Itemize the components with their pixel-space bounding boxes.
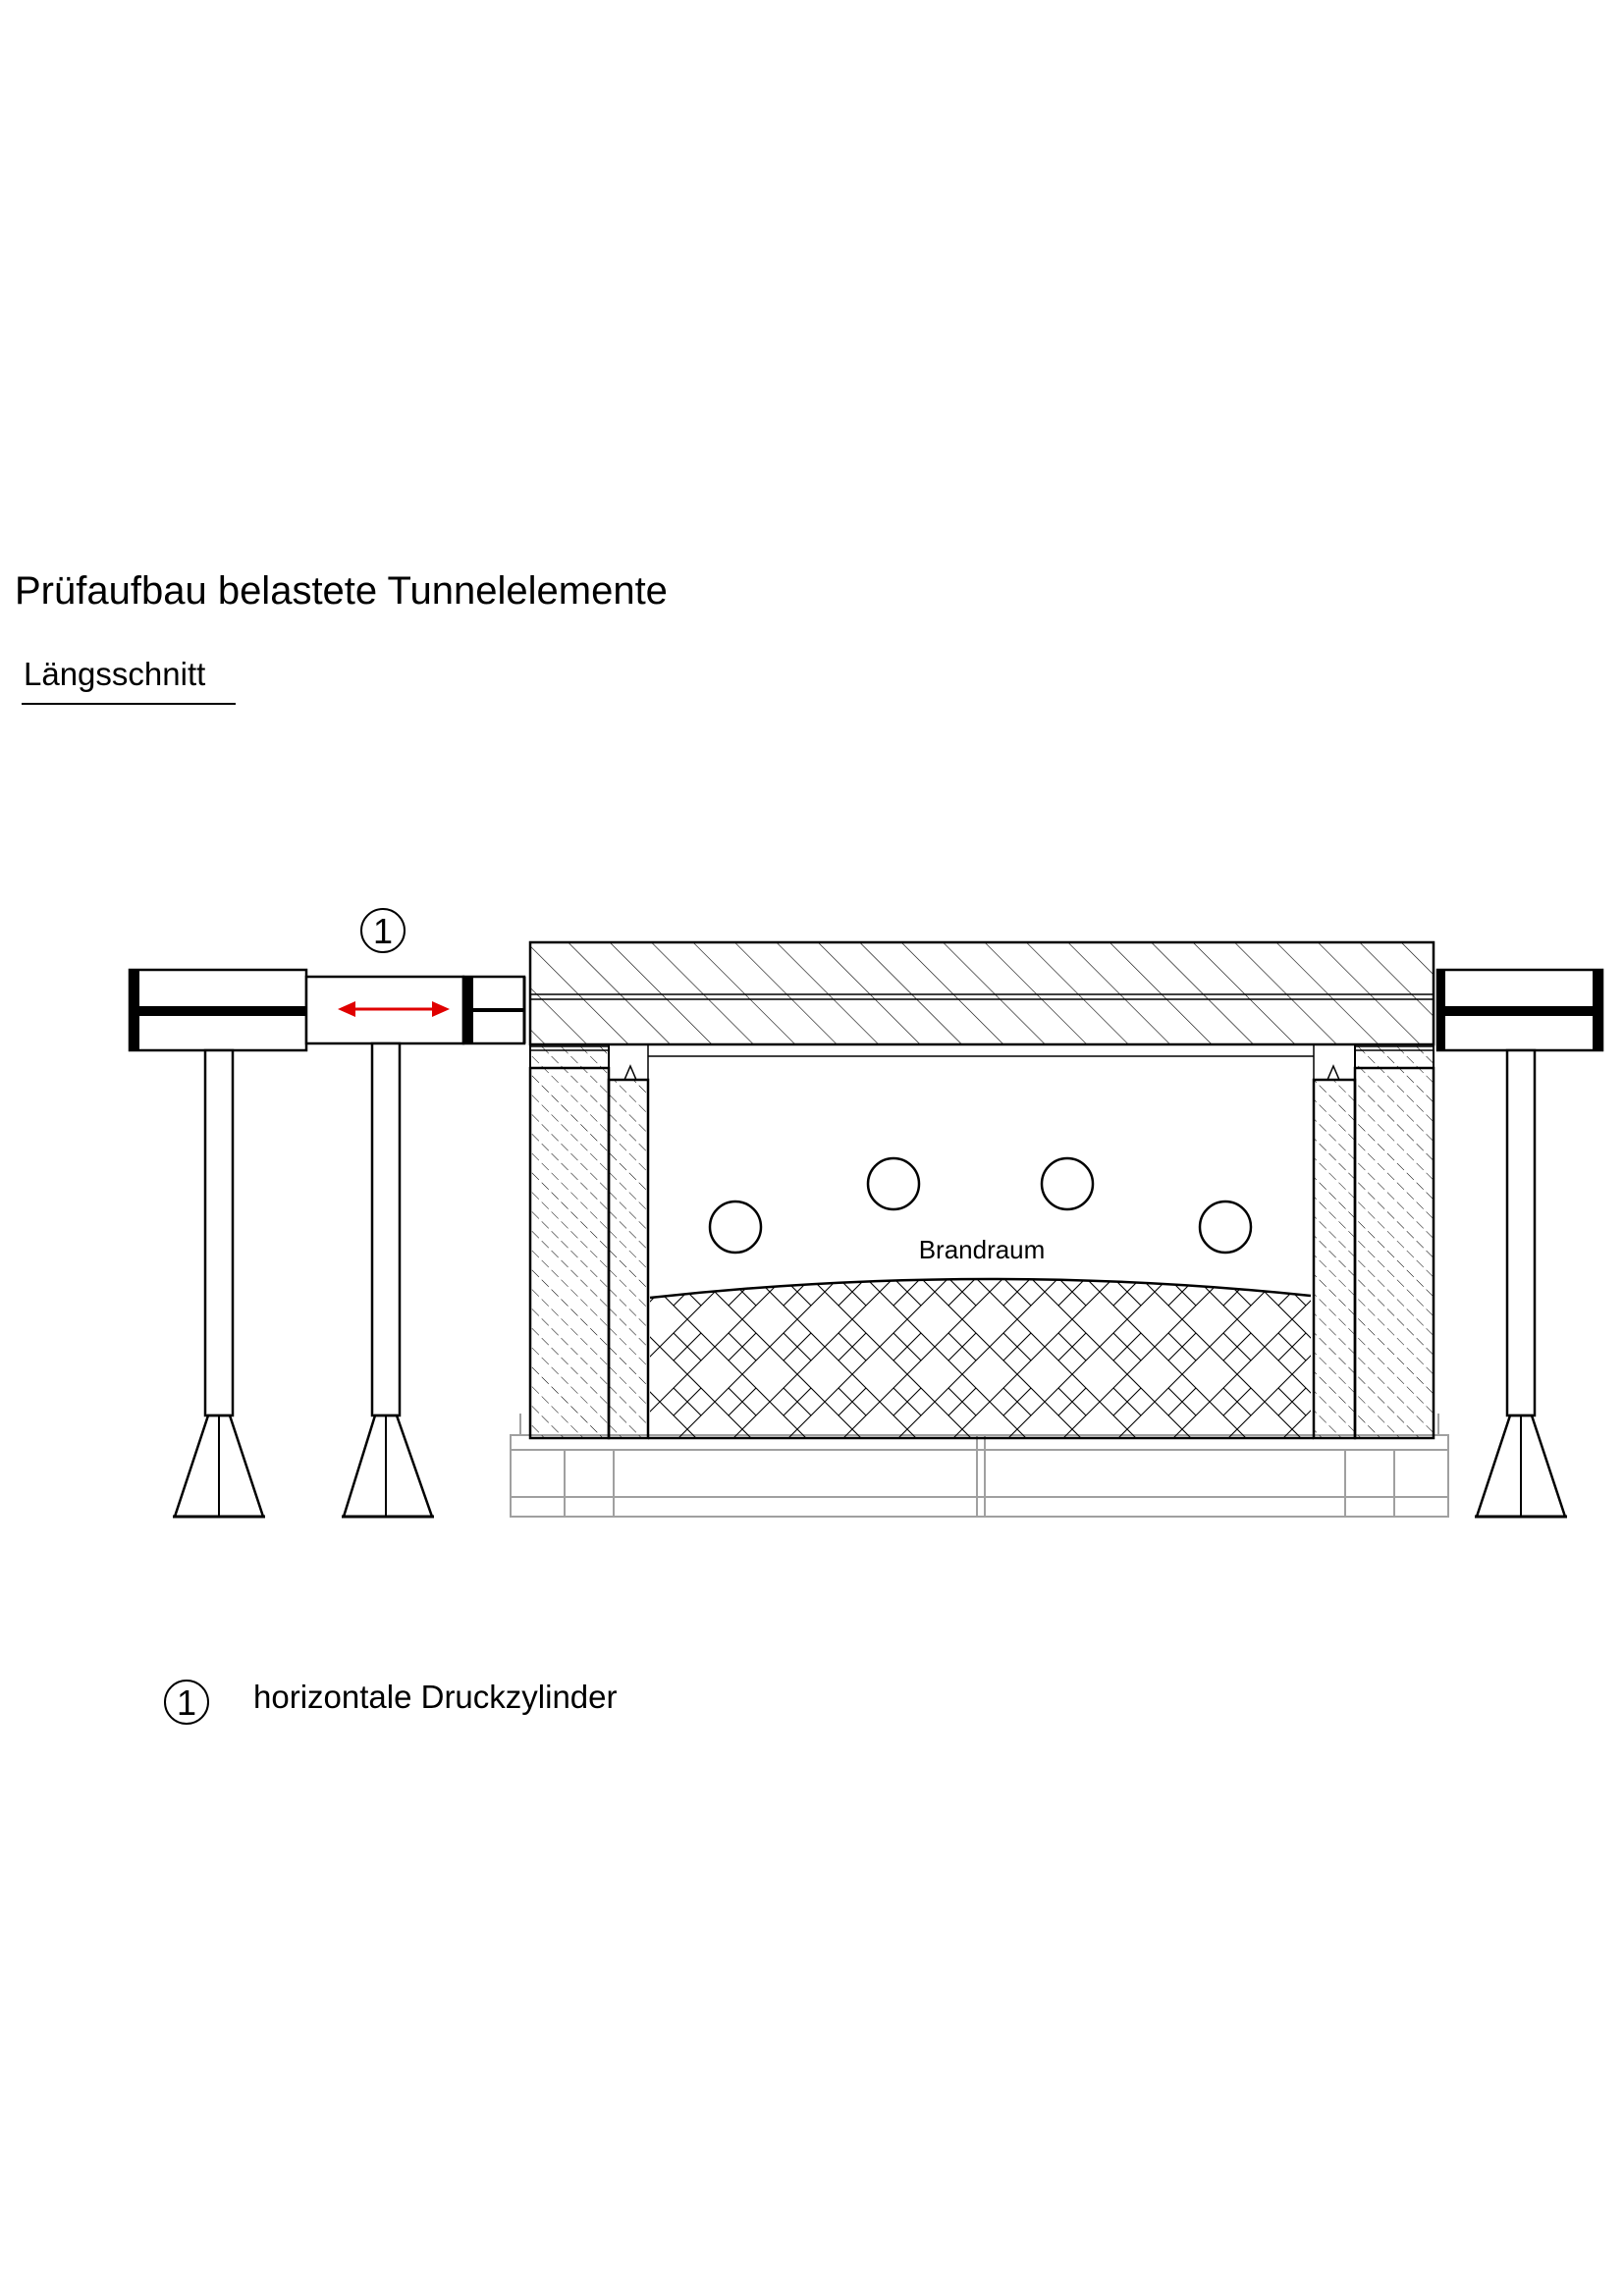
tunnel-slab (528, 940, 1435, 1046)
furnace-left-wall (528, 1043, 650, 1440)
right-abutment (1435, 968, 1604, 1519)
furnace-floor (648, 1277, 1314, 1440)
legend-description: horizontale Druckzylinder (253, 1679, 618, 1715)
item-marker-1-number: 1 (373, 911, 393, 951)
slab-seal-strip (530, 1045, 1434, 1057)
load-direction-arrow (338, 1001, 450, 1017)
burner-1 (708, 1200, 763, 1255)
burner-2 (866, 1156, 921, 1211)
burners (708, 1156, 1253, 1255)
drawing-subtitle: Längsschnitt (24, 656, 206, 692)
furnace-right-wall (1312, 1043, 1435, 1440)
horizontal-press-cylinder (304, 975, 526, 1519)
left-abutment (128, 968, 308, 1519)
burner-4 (1198, 1200, 1253, 1255)
legend-marker-1: 1 (164, 1680, 209, 1725)
item-marker-1: 1 (360, 908, 406, 953)
brandraum-label: Brandraum (919, 1235, 1046, 1264)
drawing-title: Prüfaufbau belastete Tunnelelemente (15, 569, 668, 613)
legend-marker-1-number: 1 (177, 1682, 196, 1723)
burner-3 (1040, 1156, 1095, 1211)
pallet (510, 1414, 1449, 1518)
subtitle-underline (22, 703, 236, 705)
